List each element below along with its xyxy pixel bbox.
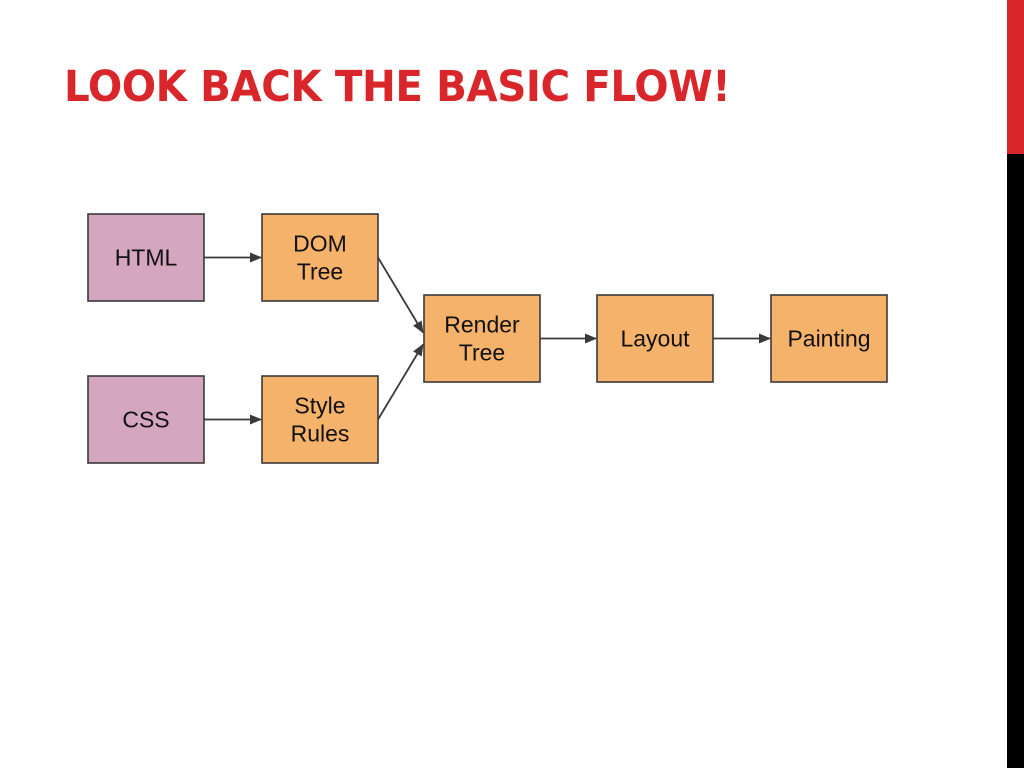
node-label: Render: [444, 312, 520, 338]
node-box: [261, 213, 379, 302]
node-box: [596, 294, 714, 383]
node-label: HTML: [115, 245, 178, 271]
arrow-dom-tree-to-render-tree: [377, 257, 424, 334]
nodes-layer: HTMLCSSDOMTreeStyleRulesRenderTreeLayout…: [87, 213, 888, 464]
accent-bar-bottom: [1007, 154, 1024, 768]
node-label: Style: [294, 393, 345, 419]
node-painting: Painting: [770, 294, 888, 383]
node-box: [87, 213, 205, 302]
slide-title: LOOK BACK THE BASIC FLOW!: [64, 62, 731, 112]
node-html: HTML: [87, 213, 205, 302]
node-css: CSS: [87, 375, 205, 464]
node-label: Painting: [787, 326, 870, 352]
node-label: CSS: [122, 407, 169, 433]
edges-layer: [204, 252, 771, 425]
node-box: [261, 375, 379, 464]
arrow-style-rules-to-render-tree: [377, 343, 424, 420]
node-label: Tree: [459, 340, 505, 366]
node-label: Tree: [297, 259, 343, 285]
node-layout: Layout: [596, 294, 714, 383]
node-label: Rules: [291, 421, 350, 447]
node-label: Layout: [620, 326, 690, 352]
node-box: [87, 375, 205, 464]
accent-bar-top: [1007, 0, 1024, 154]
node-box: [770, 294, 888, 383]
node-box: [423, 294, 541, 383]
node-label: DOM: [293, 231, 347, 257]
